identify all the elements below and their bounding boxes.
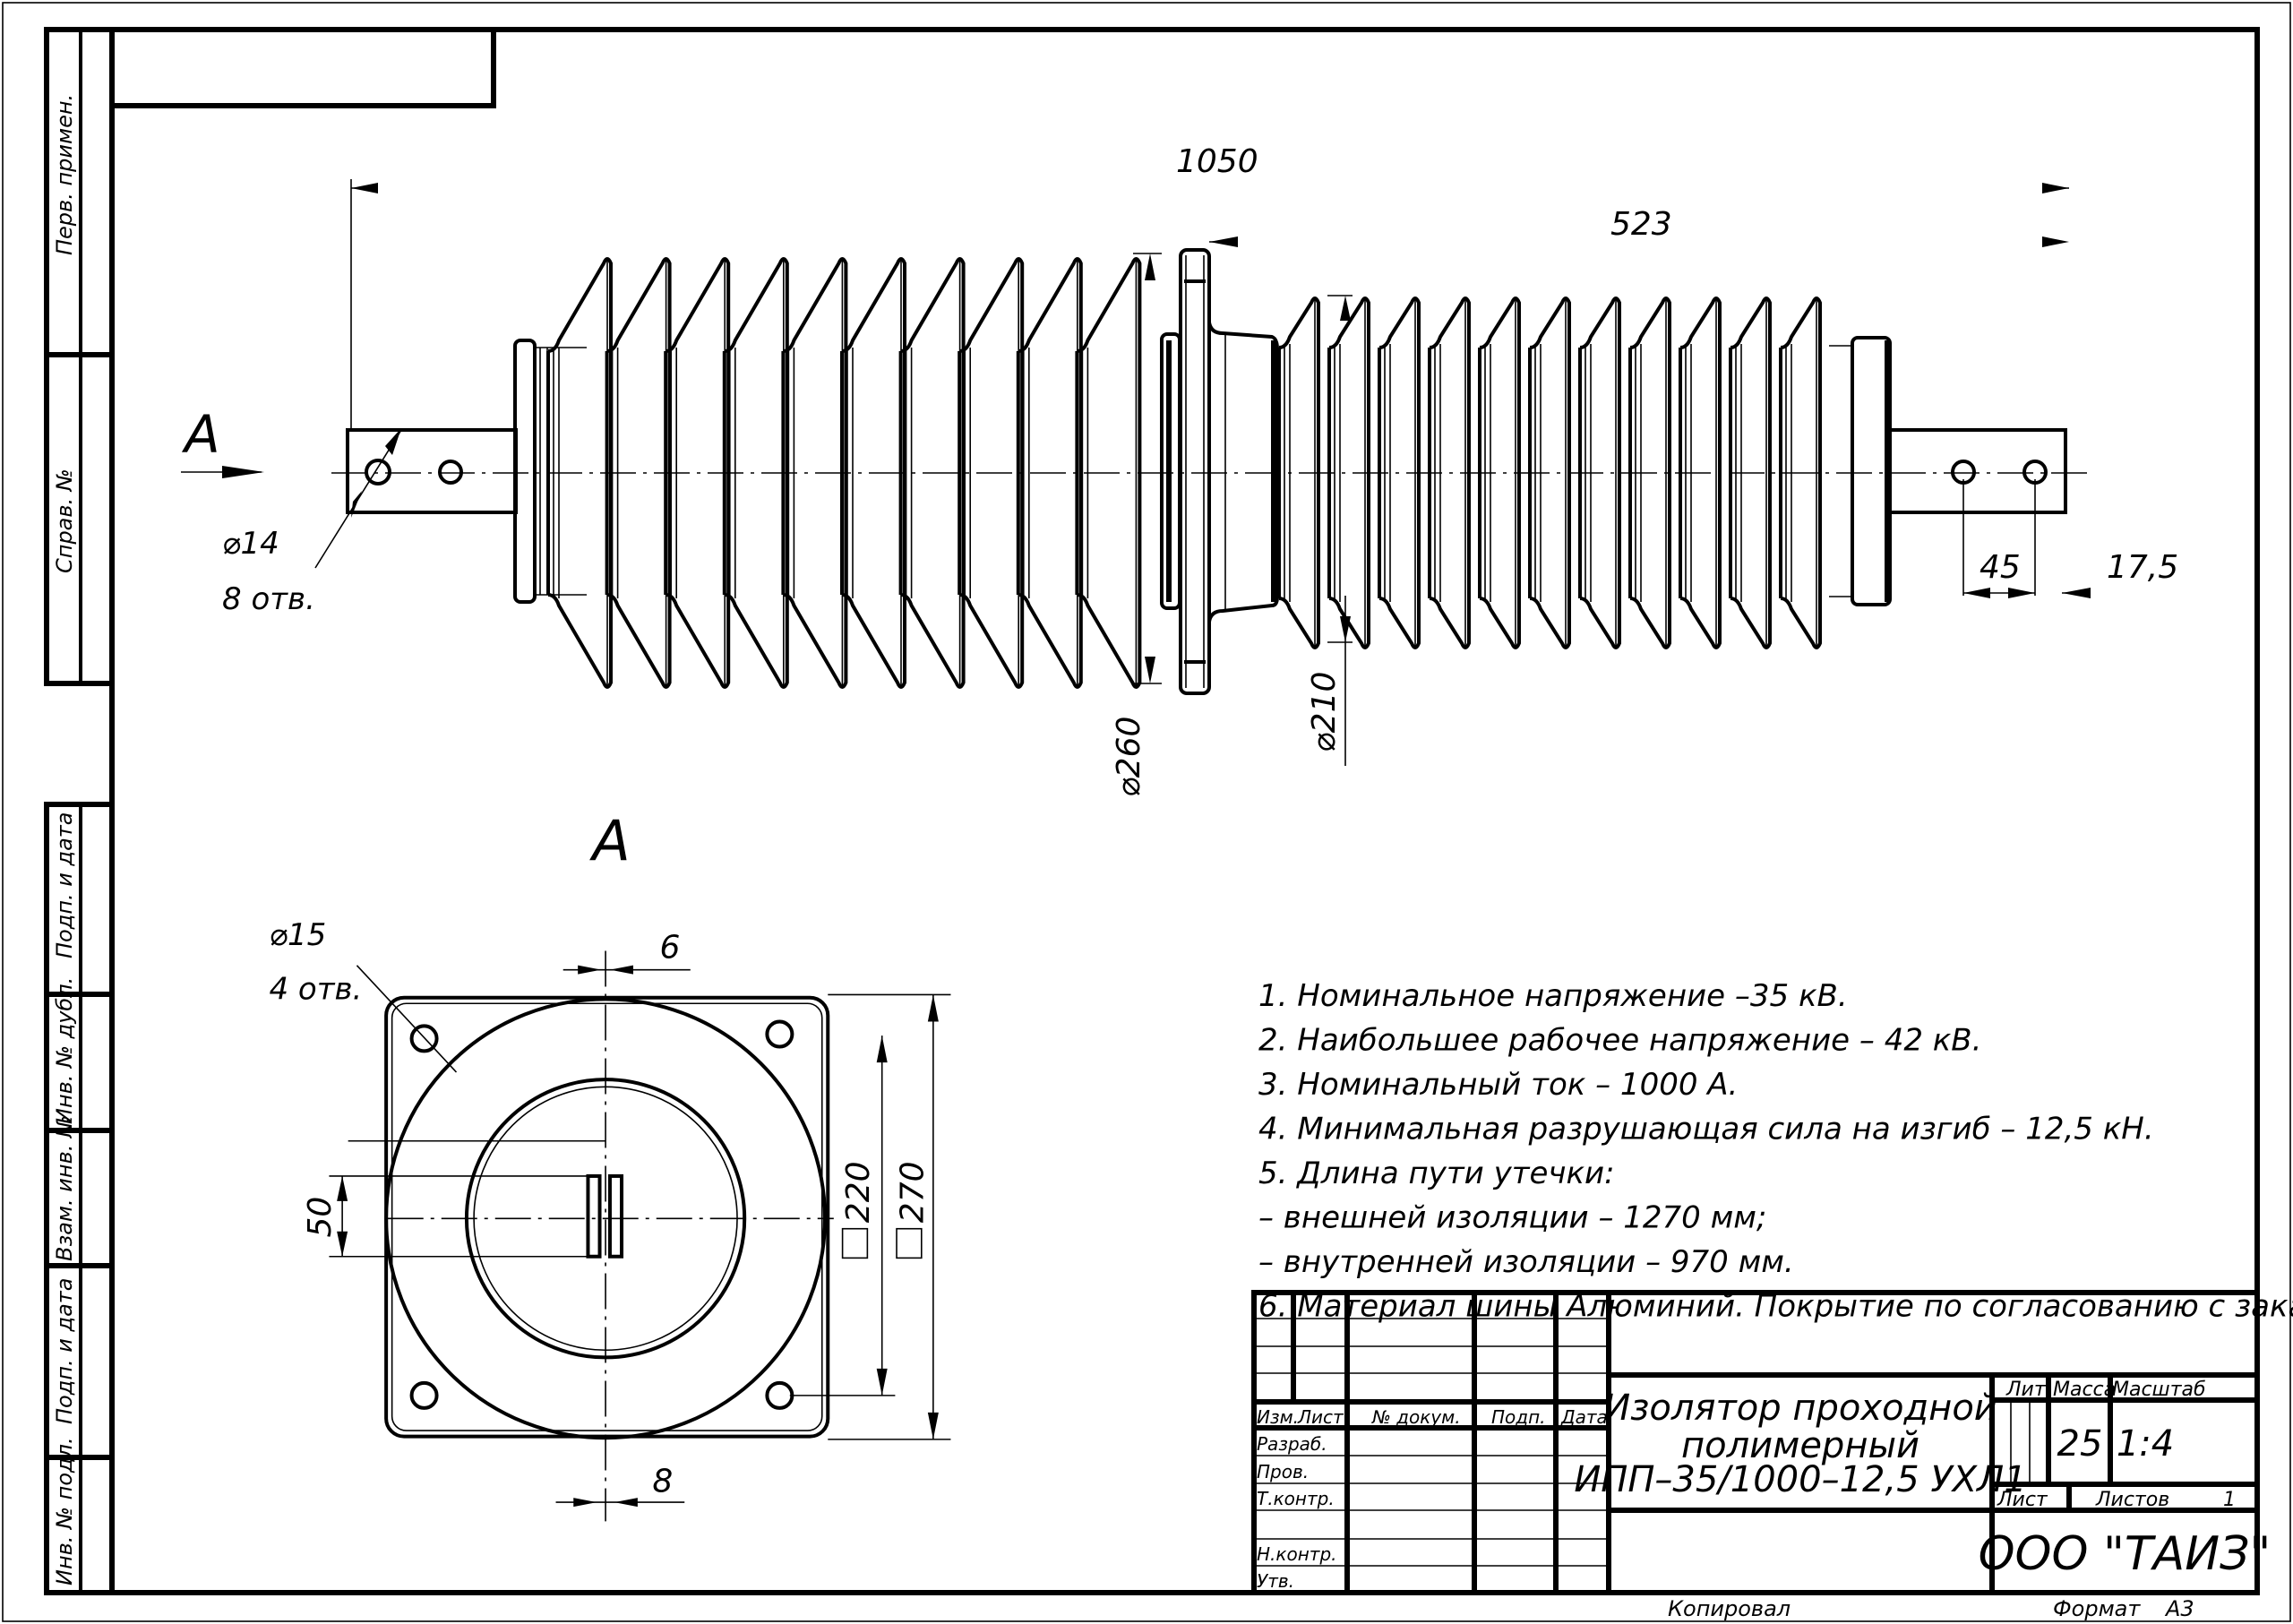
note-line: – внутренней изоляции – 970 мм. (1258, 1244, 1794, 1280)
top-left-box (112, 30, 496, 108)
right-end-cap (1851, 336, 1892, 606)
shed (781, 257, 848, 689)
right-sheds (1277, 296, 1822, 649)
side-stamp-label: Подп. и дата (52, 1278, 77, 1425)
shed (1277, 296, 1320, 649)
dim-flange-size: 270 (894, 1161, 931, 1223)
note-line: 2. Наибольшее рабочее напряжение – 42 кВ… (1258, 1023, 1981, 1059)
mounting-flange (1160, 248, 1279, 695)
shed (1327, 296, 1370, 649)
side-stamp-lower: Подп. и дата Инв. № дубл. Взам. инв. № П… (44, 802, 115, 1595)
shed (664, 257, 731, 689)
dim-edge-distance: 17,5 (2107, 549, 2178, 586)
busbar-slot (607, 1173, 624, 1259)
note-line: – внешней изоляции – 1270 мм; (1258, 1200, 1766, 1236)
note-line: 5. Длина пути утечки: (1258, 1156, 1615, 1191)
tb-lit-label: Лит. (2005, 1379, 2052, 1401)
tb-role: Утв. (1257, 1570, 1294, 1592)
view-a-geometry: А 50 220 270 6 8 ⌀15 4 отв. (269, 808, 951, 1522)
tb-product-line: полимерный (1681, 1425, 1919, 1466)
note-line: 3. Номинальный ток – 1000 А. (1258, 1067, 1738, 1103)
side-stamp-label: Подп. и дата (52, 812, 77, 959)
square-symbol-icon (841, 1227, 869, 1259)
tb-header-date: Дата (1560, 1406, 1608, 1428)
dim-slot-gap-bottom: 8 (652, 1464, 673, 1500)
tb-product-line: Изолятор проходной (1603, 1388, 1997, 1429)
shed (1679, 296, 1722, 649)
footer-format-label: Формат (2053, 1596, 2141, 1621)
tb-header-list: Лист (1297, 1406, 1344, 1428)
dim-hole-pattern: 220 (840, 1161, 877, 1223)
tb-mass-label: Масса (2053, 1379, 2116, 1401)
dim-mount-hole-diameter: ⌀15 (269, 917, 326, 953)
left-sheds (546, 257, 1142, 689)
tb-header-izm: Изм. (1257, 1406, 1299, 1428)
square-symbol-icon (896, 1227, 923, 1259)
bus-hole (365, 459, 391, 485)
right-busbar (1888, 428, 2067, 514)
dim-right-section: 523 (1610, 206, 1672, 243)
dim-hole-diameter: ⌀14 (222, 526, 279, 562)
dim-hole-count: 8 отв. (222, 581, 315, 617)
tb-sheet-label: Лист (1997, 1489, 2048, 1511)
tb-header-doc: № докум. (1371, 1406, 1461, 1428)
shed (1378, 296, 1421, 649)
view-a-title: А (588, 808, 630, 873)
tb-scale-value: 1:4 (2117, 1423, 2174, 1465)
technical-notes: 1. Номинальное напряжение –35 кВ. 2. Наиб… (1258, 978, 2293, 1325)
dim-hole-spacing: 45 (1980, 549, 2021, 586)
tb-role: Пров. (1257, 1461, 1309, 1482)
side-stamp-label: Перв. примен. (52, 94, 77, 255)
busbar-slot (586, 1173, 602, 1259)
dim-shed-small: ⌀210 (1306, 672, 1343, 752)
side-stamp-upper: Перв. примен. Справ. № (44, 27, 115, 686)
tb-role: Н.контр. (1257, 1543, 1337, 1565)
shed (1729, 296, 1772, 649)
view-a-marker: А (181, 404, 220, 465)
side-stamp-label: Инв. № подл. (52, 1437, 77, 1585)
shed (1779, 296, 1822, 649)
dim-slot-gap-top: 6 (659, 930, 680, 967)
mount-hole (765, 1380, 794, 1410)
tb-sheets-value: 1 (2223, 1489, 2236, 1511)
shed (605, 257, 672, 689)
shed (1075, 257, 1142, 689)
tb-sheets-label: Листов (2095, 1489, 2169, 1511)
note-line: 4. Минимальная разрушающая сила на изгиб… (1258, 1112, 2154, 1147)
side-stamp-label: Инв. № дубл. (52, 977, 77, 1124)
mount-hole (409, 1380, 439, 1410)
shed (1628, 296, 1671, 649)
tb-product-line: ИПП–35/1000–12,5 УХЛ1 (1574, 1459, 2026, 1500)
left-end-cap (513, 339, 537, 604)
tb-scale-label: Масштаб (2112, 1379, 2206, 1401)
shed (1578, 296, 1621, 649)
left-busbar (346, 428, 518, 514)
dim-mount-hole-count: 4 отв. (269, 971, 362, 1007)
side-stamp-label: Взам. инв. № (52, 1115, 77, 1261)
shed (1428, 296, 1471, 649)
tb-role: Т.контр. (1257, 1488, 1335, 1509)
tb-company: ООО "ТАИЗ" (1979, 1527, 2272, 1581)
side-stamp-label: Справ. № (52, 468, 77, 573)
footer-format-value: А3 (2164, 1596, 2194, 1621)
title-block: Изм. Лист № докум. Подп. Дата Разраб. Пр… (1251, 1290, 2272, 1595)
bus-hole (438, 460, 463, 485)
dim-shed-large: ⌀260 (1111, 717, 1147, 797)
insulator-side-view: 1050 523 А ⌀14 8 отв. 45 17,5 ⌀260 (181, 143, 2178, 797)
drawing-frame (109, 27, 2260, 1595)
mount-hole (409, 1024, 439, 1053)
footer-copied: Копировал (1668, 1596, 1791, 1621)
shed (1528, 296, 1571, 649)
note-line: 1. Номинальное напряжение –35 кВ. (1258, 978, 1848, 1014)
tb-mass-value: 25 (2057, 1423, 2103, 1465)
tb-role: Разраб. (1257, 1433, 1327, 1455)
dim-overall-length: 1050 (1176, 143, 1258, 180)
mount-hole (765, 1019, 794, 1049)
tb-header-sign: Подп. (1491, 1406, 1546, 1428)
shed (1478, 296, 1521, 649)
dim-bus-height: 50 (302, 1197, 339, 1238)
